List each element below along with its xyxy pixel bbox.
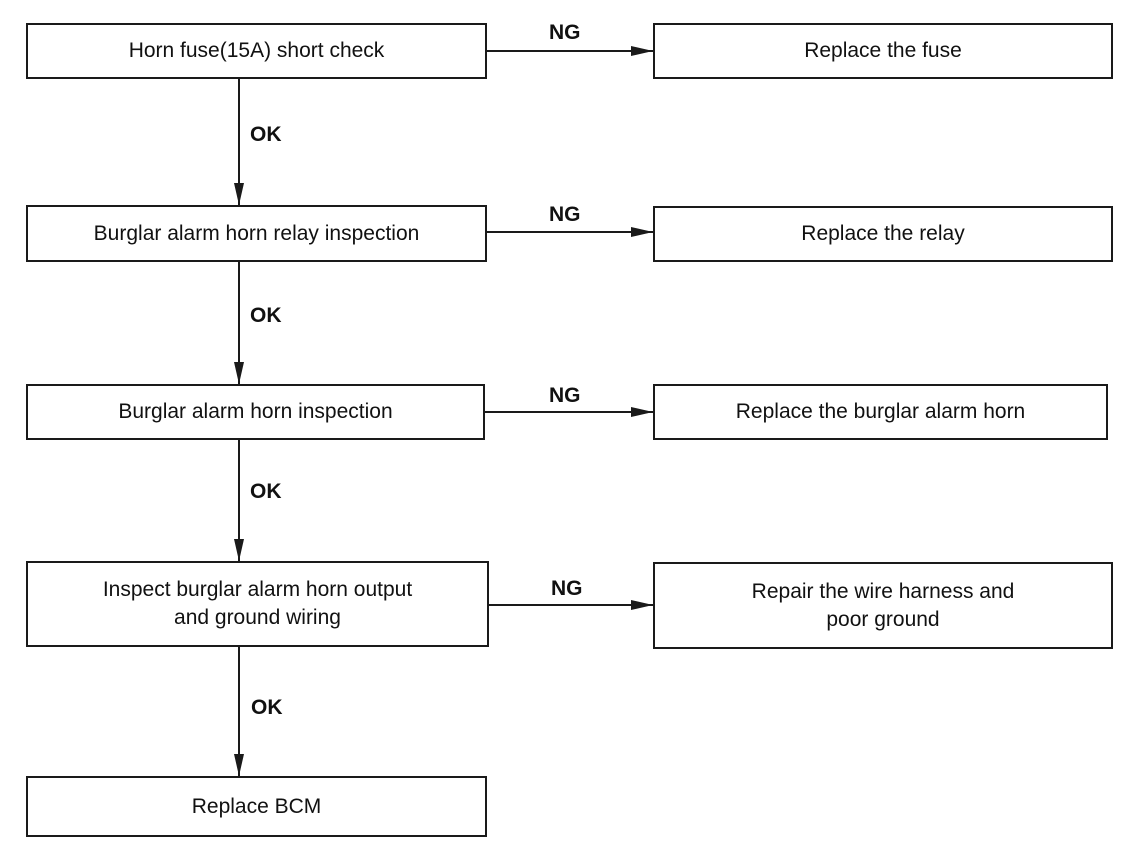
action-replace-horn-box: Replace the burglar alarm horn [653,384,1108,440]
ok-label-3: OK [250,480,282,503]
action-replace-fuse-box: Replace the fuse [653,23,1113,79]
action-replace-relay-label: Replace the relay [801,222,965,245]
ok-label-4: OK [251,696,283,719]
ng-label-4: NG [551,577,583,600]
action-repair-harness-label-line1: Repair the wire harness and [751,579,1015,603]
step-horn-inspection-box: Burglar alarm horn inspection [26,384,485,440]
step-horn-inspection-label: Burglar alarm horn inspection [118,400,393,423]
step-wiring-inspection-box: Inspect burglar alarm horn output and gr… [26,561,489,647]
action-replace-fuse-label: Replace the fuse [804,39,962,62]
step-relay-inspection-box: Burglar alarm horn relay inspection [26,205,487,262]
ng-label-1: NG [549,21,581,44]
step-wiring-inspection-label-line1: Inspect burglar alarm horn output [102,578,413,601]
action-repair-harness-label-line2: poor ground [826,607,940,631]
step-fuse-check-label: Horn fuse(15A) short check [128,39,385,62]
step-relay-inspection-label: Burglar alarm horn relay inspection [93,221,420,245]
step-fuse-check-box: Horn fuse(15A) short check [26,23,487,79]
ng-label-2: NG [549,203,581,226]
step-wiring-inspection-label-line2: and ground wiring [174,606,341,629]
action-replace-horn-label: Replace the burglar alarm horn [735,400,1026,423]
ok-label-2: OK [250,304,282,327]
final-replace-bcm-label: Replace BCM [191,794,322,818]
final-replace-bcm-box: Replace BCM [26,776,487,837]
ng-label-3: NG [549,384,581,407]
ok-label-1: OK [250,123,282,146]
action-replace-relay-box: Replace the relay [653,206,1113,262]
action-repair-harness-box: Repair the wire harness and poor ground [653,562,1113,649]
